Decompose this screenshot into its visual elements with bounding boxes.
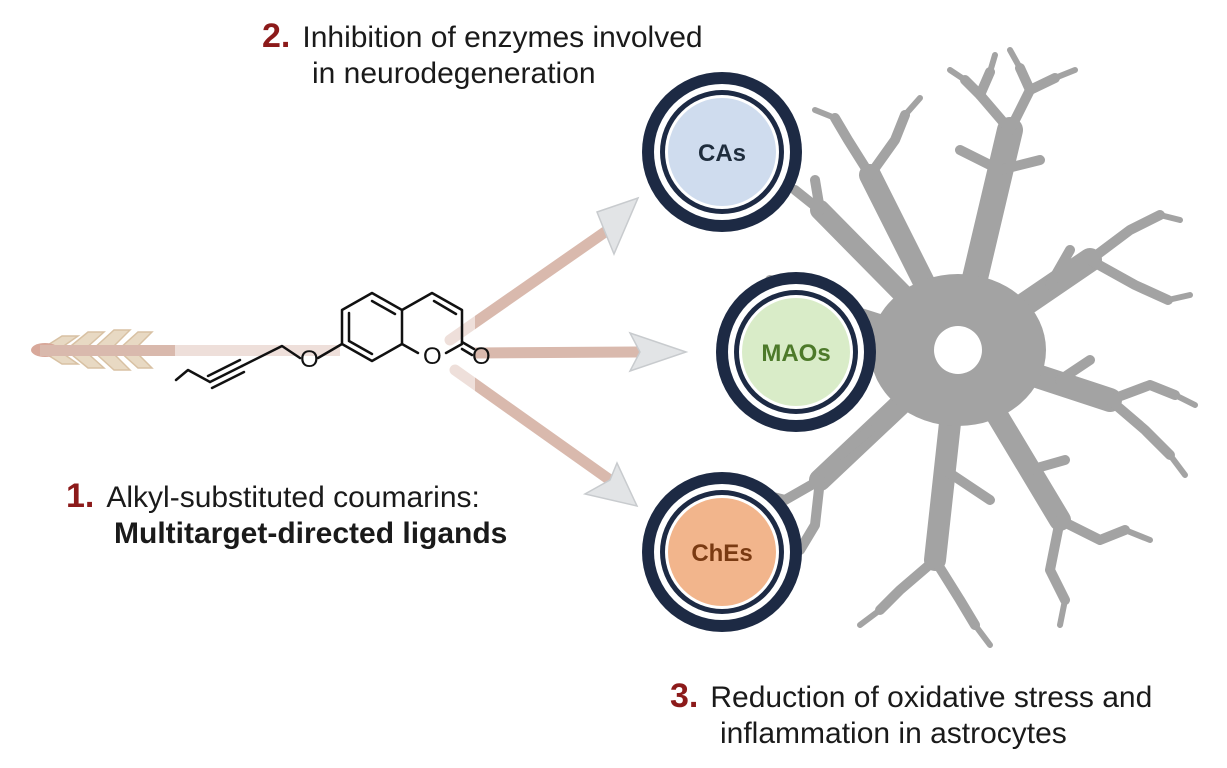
astrocyte-twig [1057, 392, 1198, 628]
caption-step-3-line2: inflammation in astrocytes [720, 717, 1067, 750]
target-ring-ches: ChEs [642, 472, 802, 632]
astrocyte-twig [947, 47, 1078, 83]
astrocyte-branch [1055, 355, 1180, 460]
atom-ring-oxygen: O [423, 343, 442, 370]
arrow-shaft-to-ches [449, 364, 616, 486]
caption-step-1: 1. Alkyl-substituted coumarins: Multitarg… [66, 478, 507, 552]
astrocyte-cell-icon [742, 47, 1198, 648]
alkyne-triple-bond [206, 358, 246, 390]
target-fill-cas [668, 98, 776, 206]
arrow-shaft-to-cas [444, 226, 611, 346]
astrocyte-branch [960, 63, 1060, 100]
caption-step-2-line1: Inhibition of enzymes involved [302, 21, 703, 54]
benzene-double-bonds [347, 299, 397, 356]
target-label-ches: ChEs [691, 540, 752, 567]
astrocyte-twig [812, 95, 1193, 303]
astrocyte-branch [830, 110, 910, 180]
caption-step-3: 3. Reduction of oxidative stress and infl… [670, 678, 1152, 752]
step-number-2: 2. [262, 17, 291, 55]
caption-step-3-line1: Reduction of oxidative stress and [710, 681, 1153, 714]
target-ring-cas: CAs [642, 72, 802, 232]
coumarin-molecule [174, 268, 476, 398]
target-label-maos: MAOs [761, 340, 830, 367]
target-fill-ches [668, 498, 776, 606]
target-ring-maos: MAOs [716, 272, 876, 432]
astrocyte-branch [1025, 455, 1130, 605]
pyranone-ring [400, 291, 464, 355]
caption-step-1-line1: Alkyl-substituted coumarins: [106, 481, 480, 514]
ether-bond [316, 342, 344, 360]
arrowhead-icon [582, 461, 639, 508]
pyranone-double-bond [432, 299, 458, 316]
astrocyte-twig [742, 492, 993, 648]
astrocyte-branch [875, 465, 995, 630]
astrocyte-branch [955, 85, 1045, 175]
atom-carbonyl-oxygen: O [472, 343, 491, 370]
astrocyte-branch [1045, 210, 1173, 305]
arrowhead-icon [596, 196, 640, 256]
ethyl-chain [174, 368, 212, 384]
arrowhead-icon [628, 331, 689, 373]
arrow-shaft-to-maos [474, 346, 641, 359]
step-number-3: 3. [670, 677, 699, 715]
atom-ether-oxygen: O [300, 346, 319, 373]
caption-step-2-line2: in neurodegeneration [312, 57, 596, 90]
caption-step-2: 2. Inhibition of enzymes involved in neur… [262, 18, 703, 92]
step-number-1: 1. [66, 477, 95, 515]
caption-step-1-line2: Multitarget-directed ligands [114, 517, 508, 550]
propargyl-chain [240, 344, 302, 368]
carbonyl-bond [460, 340, 476, 357]
target-label-cas: CAs [698, 140, 746, 167]
target-fill-maos [742, 298, 850, 406]
astrocyte-nucleus [934, 326, 982, 374]
